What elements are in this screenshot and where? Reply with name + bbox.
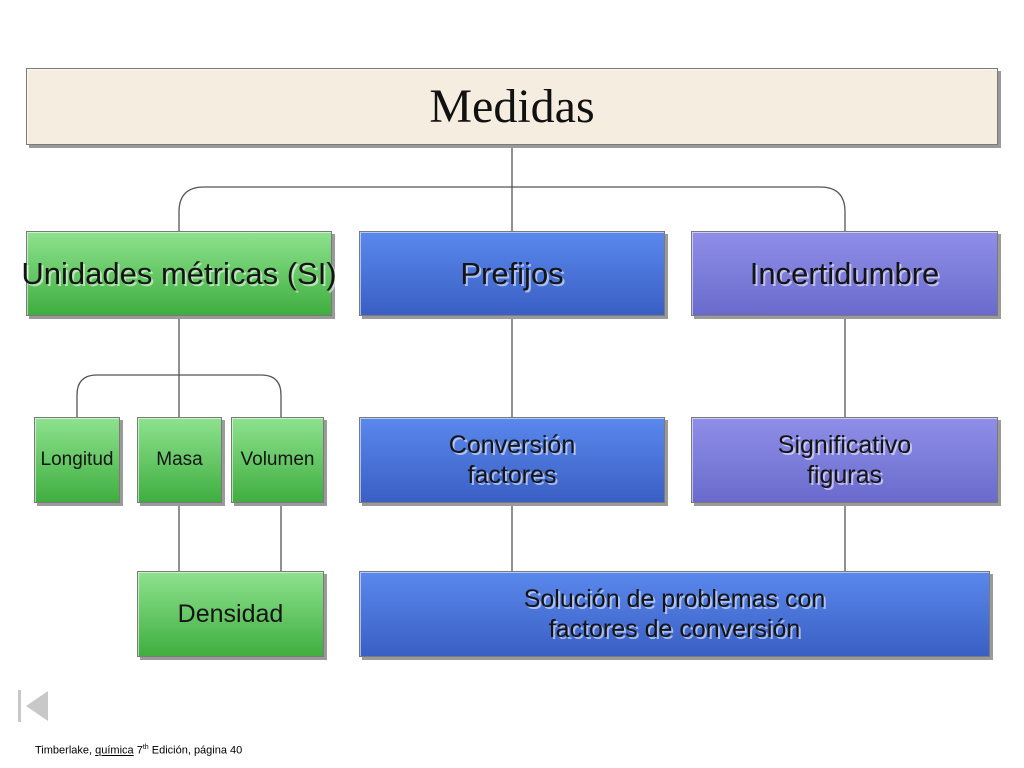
first-slide-icon[interactable] [14,688,54,724]
footer-author: Timberlake, [35,744,93,757]
node-solucion-line1: Solución de problemas con [523,585,826,613]
node-incertidumbre: Incertidumbre [691,231,998,316]
node-unidades-label: Unidades métricas (SI) [21,255,337,291]
node-incertidumbre-label: Incertidumbre [749,255,940,291]
node-conversion-line1: Conversión [448,431,576,459]
node-densidad-label: Densidad [177,600,284,628]
node-densidad: Densidad [137,571,324,657]
footer-edition-rest: Edición, página 40 [151,744,243,757]
node-volumen-label: Volumen [240,448,315,470]
node-significativo-figuras: Significativo figuras [691,417,998,503]
node-longitud: Longitud [34,417,120,503]
node-significativo-line2: figuras [806,461,883,489]
node-longitud-label: Longitud [40,448,114,470]
footer-citation: Timberlake, química 7th Edición, página … [35,744,242,757]
node-volumen: Volumen [231,417,324,503]
node-masa-label: Masa [156,448,203,470]
footer-edition-sup: th [142,744,149,751]
connector-unidades-branch [76,374,282,417]
node-significativo-line1: Significativo [777,431,912,459]
node-unidades-metricas: Unidades métricas (SI) [21,231,337,316]
node-solucion-line2: factores de conversión [548,615,801,643]
node-masa: Masa [137,417,222,503]
node-conversion-factores: Conversión factores [359,417,665,503]
node-prefijos-label: Prefijos [460,255,564,291]
node-prefijos: Prefijos [359,231,665,316]
node-conversion-line2: factores [467,461,557,489]
node-solucion-problemas: Solución de problemas con factores de co… [359,571,990,657]
title-text: Medidas [429,79,595,133]
footer-book: química [95,744,134,757]
footer-edition-num: 7 [136,744,143,757]
title-medidas: Medidas [26,68,998,145]
